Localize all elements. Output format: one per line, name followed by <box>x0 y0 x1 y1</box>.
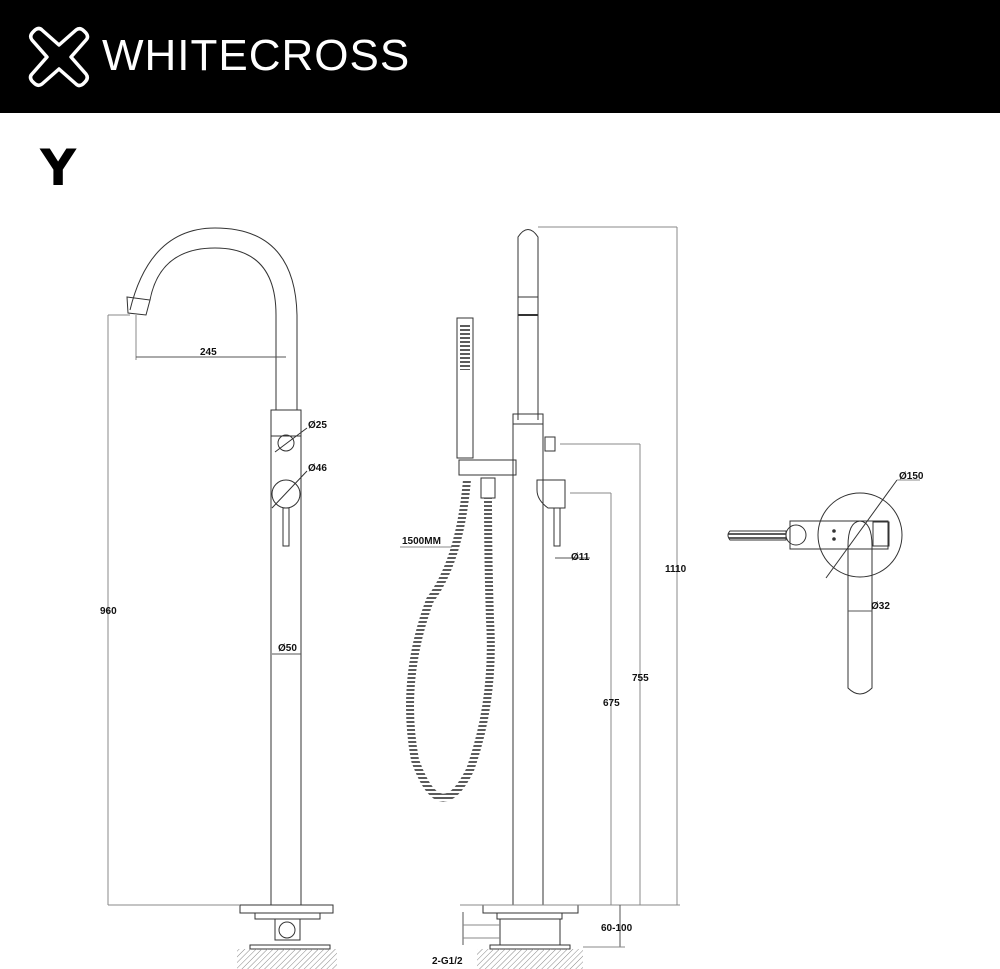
dim-spout-reach: 245 <box>200 347 217 358</box>
dim-overall-height: 1110 <box>665 564 687 575</box>
side-view <box>107 227 337 969</box>
dim-handle-height: 675 <box>603 698 620 709</box>
dim-body: Ø50 <box>278 643 297 654</box>
dim-total-height: 960 <box>100 606 117 617</box>
dim-install-depth: 60-100 <box>601 923 633 934</box>
brand-header: WHITECROSS <box>0 0 1000 113</box>
dim-escutcheon: Ø150 <box>899 471 924 482</box>
dim-spout: Ø32 <box>871 601 890 612</box>
dim-handle: Ø46 <box>308 463 327 474</box>
dim-small-knob: Ø25 <box>308 420 327 431</box>
dim-diverter-height: 755 <box>632 673 649 684</box>
brand-name: WHITECROSS <box>102 31 411 80</box>
dim-lever: Ø11 <box>571 552 590 563</box>
dim-inlet: 2-G1/2 <box>432 956 463 967</box>
cross-outline-icon <box>28 26 90 88</box>
dim-hose-length: 1500MM <box>402 536 441 547</box>
top-view <box>727 479 920 695</box>
model-label: Y <box>40 139 77 197</box>
front-view <box>400 226 680 969</box>
